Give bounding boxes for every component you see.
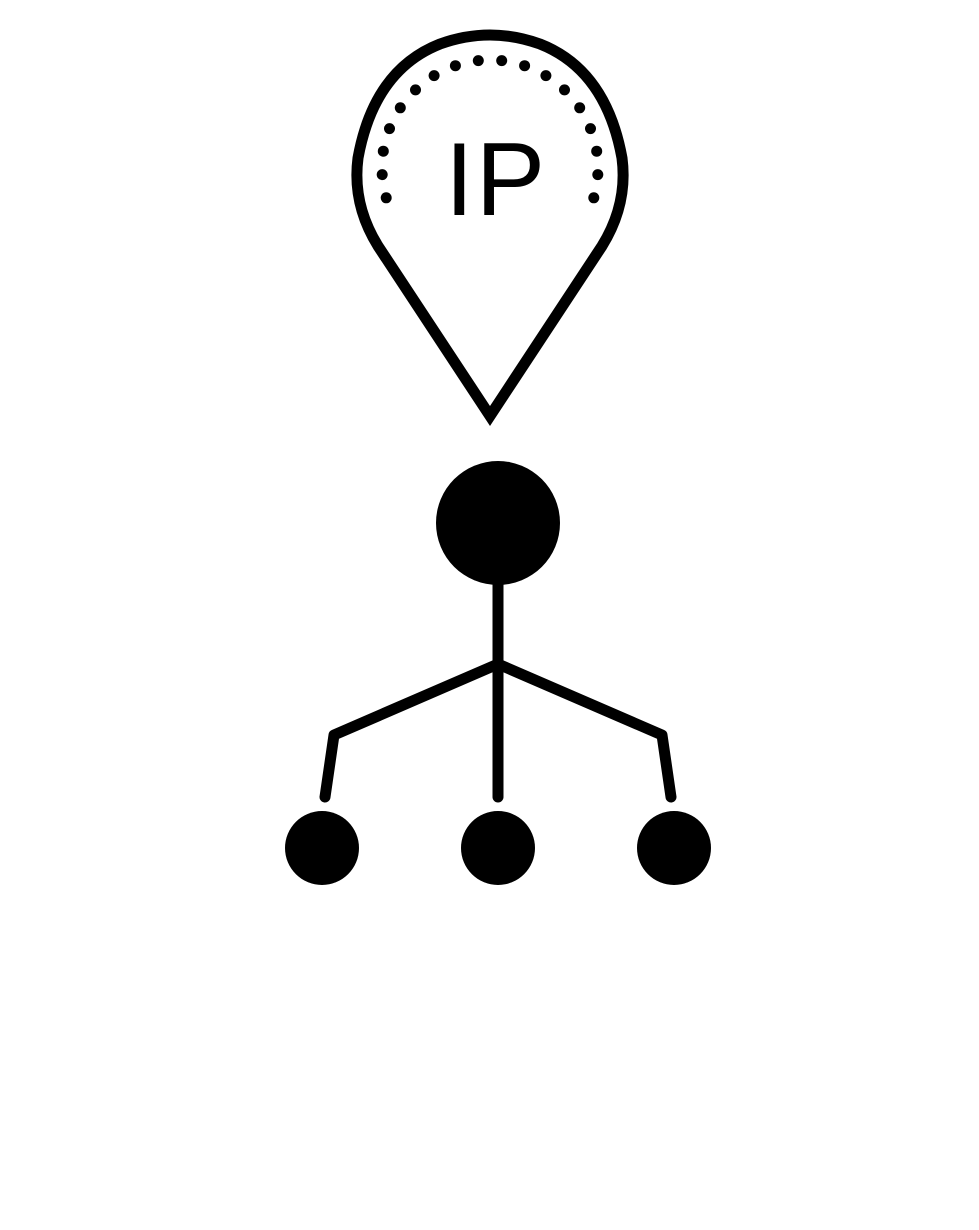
- pin-dot: [585, 123, 596, 135]
- pin-dot: [559, 84, 570, 96]
- pin-dot: [591, 145, 603, 157]
- child-node-left: [285, 811, 359, 885]
- pin-dot: [588, 192, 600, 204]
- child-node-center: [461, 811, 535, 885]
- pin-dot: [496, 55, 508, 67]
- pin-dot: [428, 70, 440, 82]
- pin-dot: [384, 123, 395, 135]
- left-branch-line: [319, 658, 504, 803]
- right-branch-line: [492, 658, 677, 803]
- root-node: [436, 461, 560, 585]
- pin-outline: [351, 29, 629, 426]
- pin-dot: [377, 145, 389, 157]
- pin-dot: [592, 169, 604, 181]
- pin-dot: [394, 102, 406, 114]
- network-hierarchy-icon: [285, 461, 711, 885]
- pin-dot: [449, 60, 461, 72]
- pin-dot: [376, 169, 388, 181]
- location-pin-icon: IP: [351, 29, 629, 426]
- pin-dotted-arc: [376, 55, 604, 204]
- child-node-right: [637, 811, 711, 885]
- pin-dot: [574, 102, 586, 114]
- pin-dot: [410, 84, 421, 96]
- pin-ip-label: IP: [445, 122, 547, 238]
- pin-dot: [540, 70, 552, 82]
- pin-dot: [380, 192, 392, 204]
- pin-dot: [519, 60, 531, 72]
- pin-dot: [472, 55, 484, 67]
